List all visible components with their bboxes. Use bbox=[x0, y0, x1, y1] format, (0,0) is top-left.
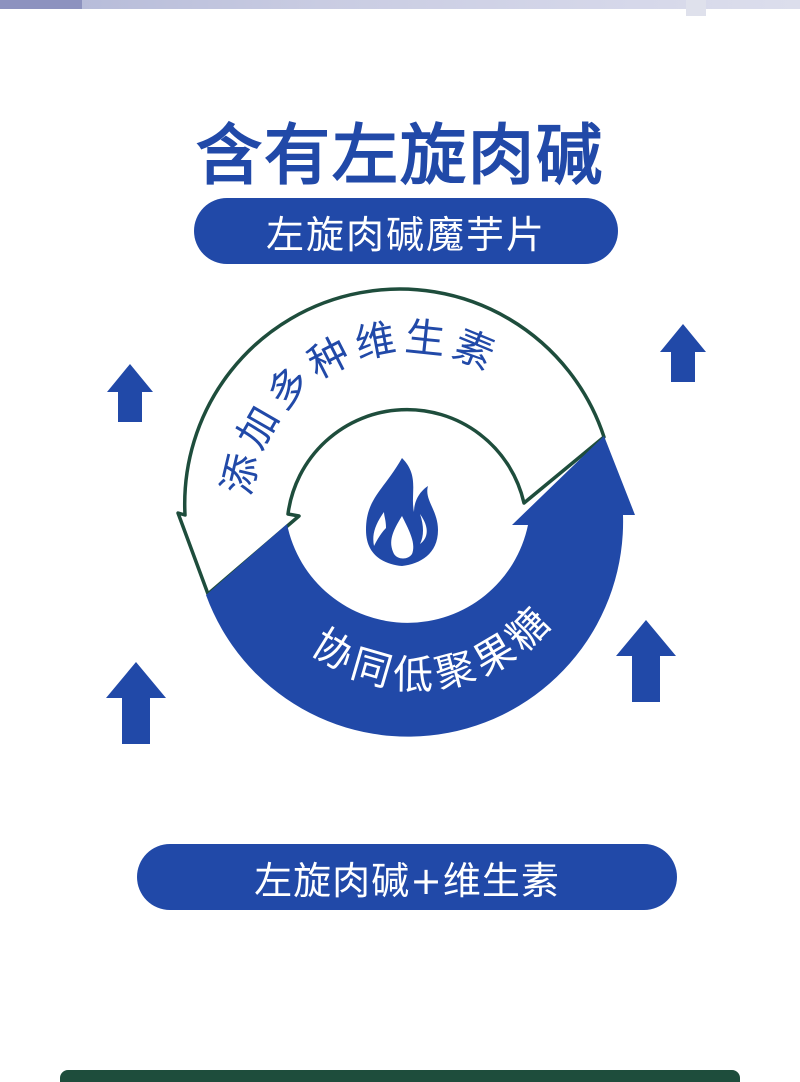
up-arrow-icon bbox=[616, 620, 676, 702]
lower-cycle-arrow bbox=[206, 436, 635, 737]
up-arrow-icon bbox=[660, 324, 706, 382]
headline: 含有左旋肉碱 bbox=[196, 117, 604, 194]
top-decor-strip bbox=[0, 0, 800, 16]
product-name-pill: 左旋肉碱魔芋片 bbox=[194, 198, 618, 264]
up-arrow-icon bbox=[106, 662, 166, 744]
formula-label: 左旋肉碱+维生素 bbox=[254, 858, 560, 903]
up-arrow-icon bbox=[107, 364, 153, 422]
product-name-label: 左旋肉碱魔芋片 bbox=[265, 212, 546, 257]
formula-pill: 左旋肉碱+维生素 bbox=[137, 844, 677, 910]
cycle-diagram: 添加多种维生素 协同低聚果糖 bbox=[106, 287, 706, 744]
flame-icon bbox=[366, 458, 438, 566]
top-strip-accent bbox=[0, 0, 82, 9]
bottom-decor-bar bbox=[60, 1070, 740, 1082]
top-strip-tab bbox=[686, 0, 706, 16]
upper-cycle-arrow bbox=[176, 287, 606, 596]
